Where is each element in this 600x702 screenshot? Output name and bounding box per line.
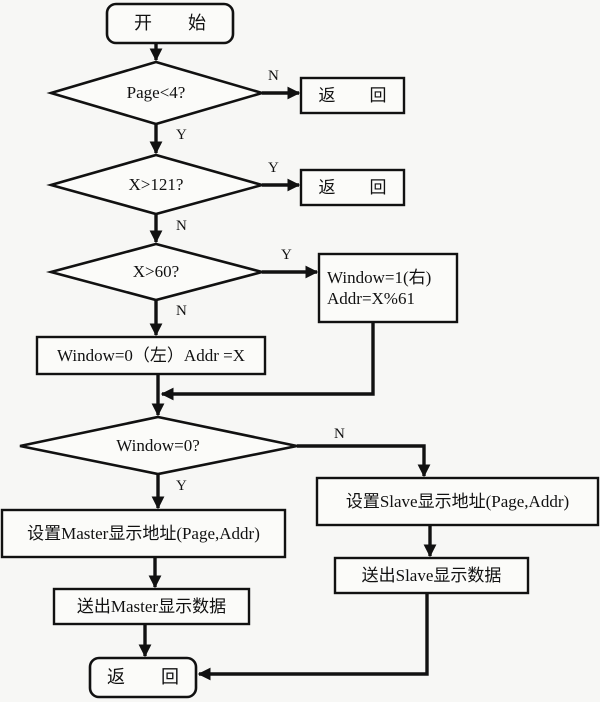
edge-window-right-to-merge <box>160 322 375 401</box>
edge-slave-data-to-return-end <box>197 593 429 681</box>
edge-window0-no-to-slave-addr <box>297 444 431 478</box>
node-slave-data-shape <box>333 556 530 595</box>
node-decision-x121-shape <box>46 153 267 216</box>
edge-label-page-yes: Y <box>176 127 187 143</box>
node-return-end-shape <box>88 656 198 699</box>
node-decision-x60-shape <box>45 242 268 302</box>
node-slave-addr-shape <box>315 476 600 527</box>
node-return-x121-shape <box>299 168 406 207</box>
node-window-left-shape <box>35 335 267 376</box>
edge-label-x60-no: N <box>176 303 187 319</box>
node-return-page-shape <box>299 76 406 115</box>
edge-label-x121-yes: Y <box>268 160 279 176</box>
edge-label-window0-no: N <box>334 426 345 442</box>
node-decision-page-shape <box>46 60 267 126</box>
node-start-shape <box>105 2 235 45</box>
node-decision-window0-shape <box>19 415 298 476</box>
edge-label-page-no: N <box>268 68 279 84</box>
node-master-addr-shape <box>0 508 287 559</box>
edge-label-x60-yes: Y <box>281 247 292 263</box>
edge-label-x121-no: N <box>176 218 187 234</box>
edge-label-window0-yes: Y <box>176 478 187 494</box>
node-window-right-shape <box>317 252 459 324</box>
node-master-data-shape <box>52 587 251 626</box>
